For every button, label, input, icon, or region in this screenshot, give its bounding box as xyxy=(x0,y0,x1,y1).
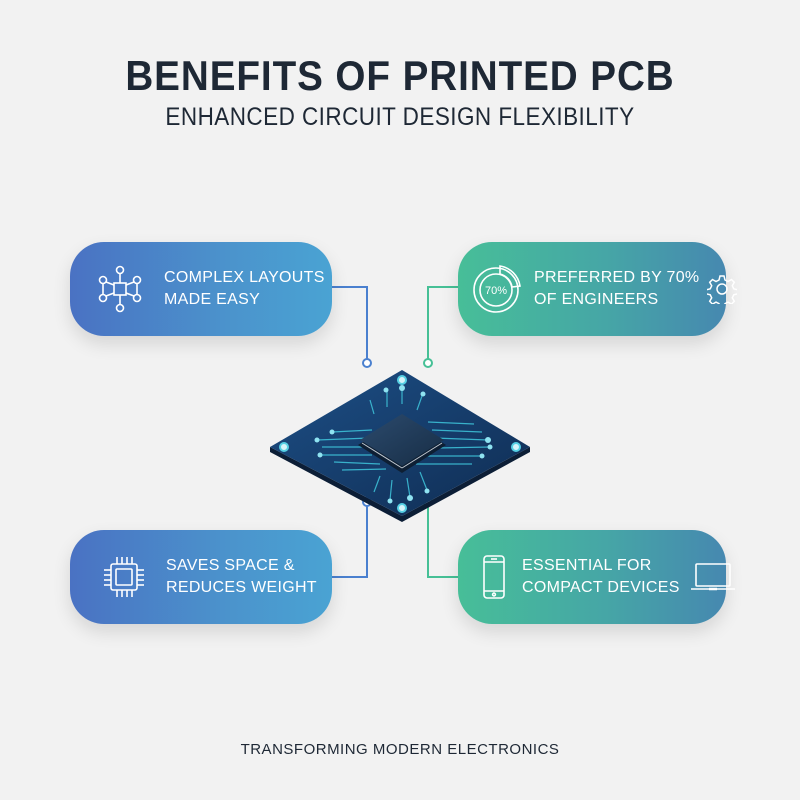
page-title: BENEFITS OF PRINTED PCB xyxy=(125,52,675,99)
benefit-card-preferred-by-engineers: 70% PREFERRED BY 70% OF ENGINEERS xyxy=(458,242,738,336)
chip-icon xyxy=(102,555,146,599)
donut-chart-icon: 70% xyxy=(470,263,522,315)
gear-icon xyxy=(707,274,738,304)
network-diagram-icon xyxy=(98,265,142,313)
benefit-card-saves-space: SAVES SPACE & REDUCES WEIGHT xyxy=(70,530,332,624)
card-label: SAVES SPACE & REDUCES WEIGHT xyxy=(166,557,317,596)
pcb-illustration xyxy=(270,370,530,522)
benefit-card-complex-layouts: COMPLEX LAYOUTS MADE EASY xyxy=(70,242,332,336)
page-subtitle: ENHANCED CIRCUIT DESIGN FLEXIBILITY xyxy=(165,103,635,131)
footer-tagline: TRANSFORMING MODERN ELECTRONICS xyxy=(240,741,560,758)
card-label: COMPLEX LAYOUTS MADE EASY xyxy=(164,269,325,308)
svg-text:70%: 70% xyxy=(485,285,507,297)
card-label: ESSENTIAL FOR COMPACT DEVICES xyxy=(522,557,680,596)
card-label: PREFERRED BY 70% OF ENGINEERS xyxy=(534,269,700,308)
benefit-card-compact-devices: ESSENTIAL FOR COMPACT DEVICES xyxy=(458,530,735,624)
smartphone-icon xyxy=(482,554,506,600)
laptop-icon xyxy=(690,561,736,593)
